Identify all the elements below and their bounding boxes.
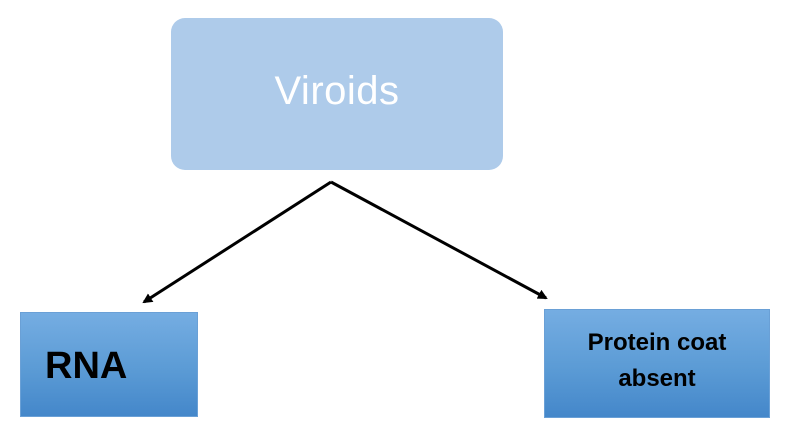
- child-node-rna: RNA: [20, 312, 198, 417]
- root-node-viroids: Viroids: [171, 18, 503, 170]
- child-node-rna-label: RNA: [45, 345, 128, 387]
- root-node-label: Viroids: [274, 68, 400, 113]
- child-node-protein-coat-label: Protein coat absent: [587, 328, 727, 392]
- arrow-to-protein-coat-absent: [330, 180, 548, 300]
- child-node-protein-coat-absent: Protein coat absent: [544, 309, 770, 418]
- arrow-to-rna: [142, 180, 332, 304]
